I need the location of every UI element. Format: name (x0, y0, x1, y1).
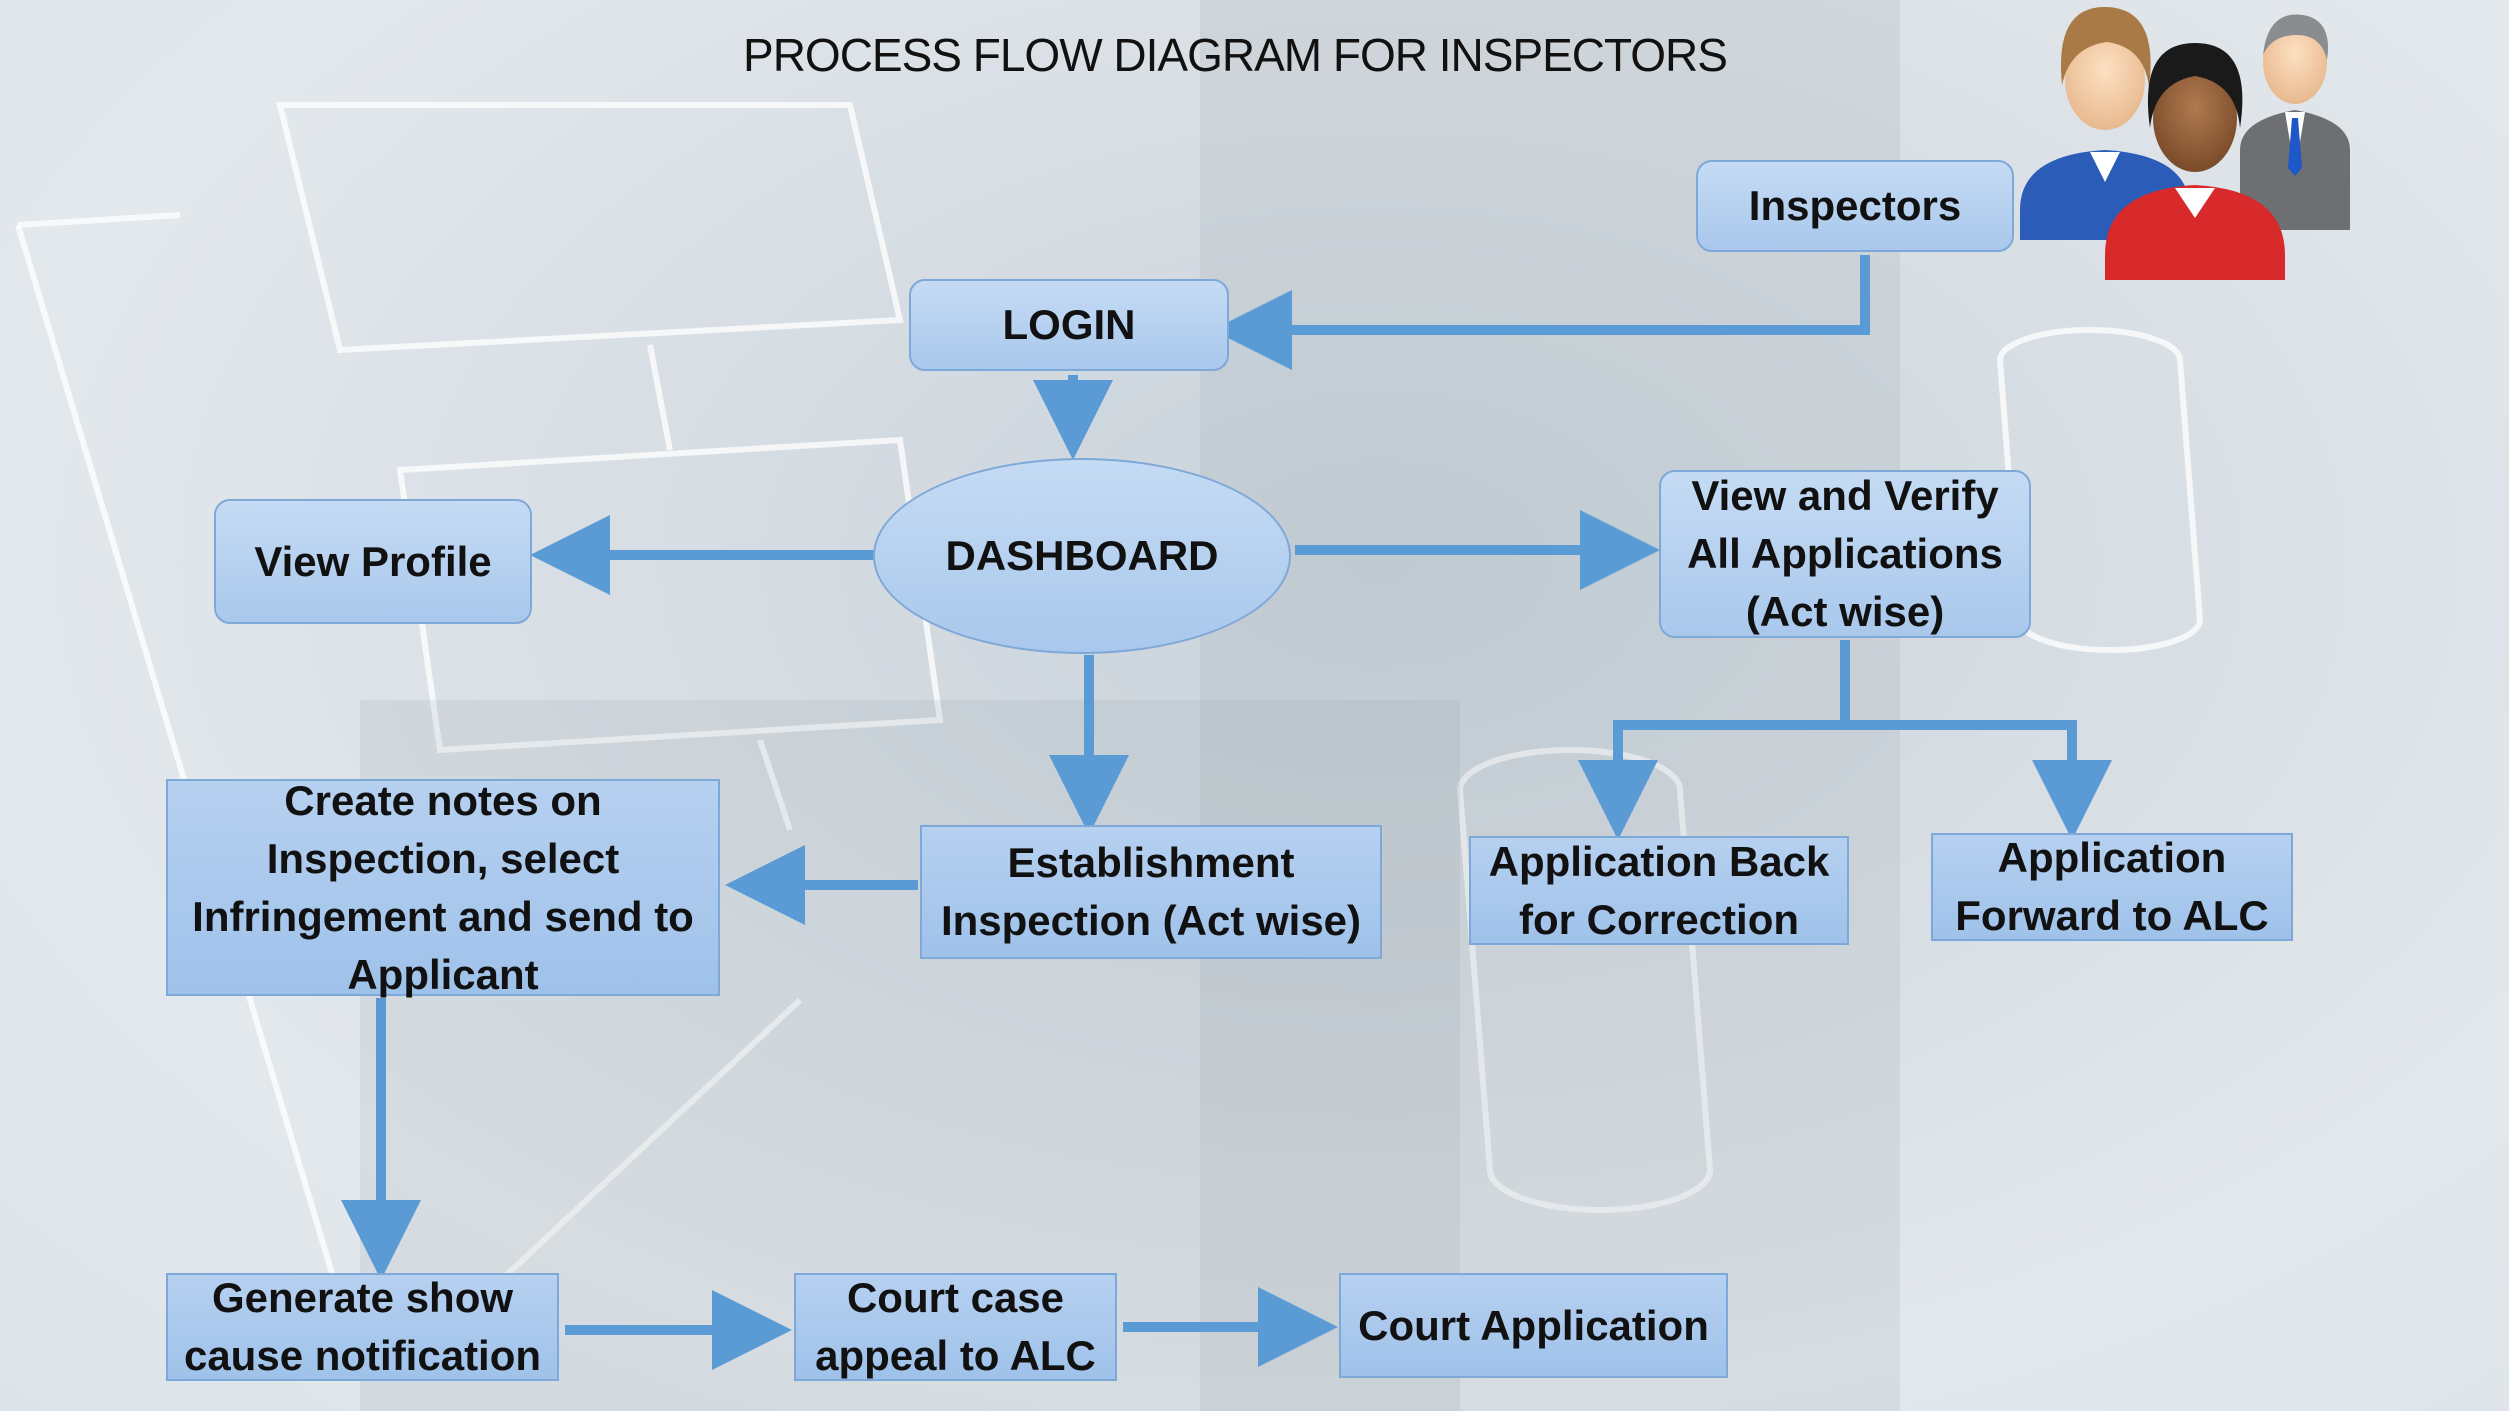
edge-inspectors-login (1212, 255, 1870, 370)
node-generate-show-line2: cause notification (183, 1332, 542, 1379)
diagram-title: PROCESS FLOW DIAGRAM FOR INSPECTORS (743, 29, 1728, 81)
node-view-verify-line1: View and Verify (1691, 472, 1999, 519)
node-court-application-label: Court Application (1358, 1301, 1709, 1349)
edge-viewverify-branch (1578, 640, 1850, 840)
node-generate-show: Generate show cause notification (166, 1273, 559, 1381)
node-app-forward: Application Forward to ALC (1931, 833, 2293, 941)
node-create-notes-line1: Create notes on (284, 776, 602, 824)
node-view-profile-label: View Profile (254, 537, 492, 585)
node-court-case-line2: appeal to ALC (815, 1332, 1096, 1379)
node-generate-show-line1: Generate show (211, 1274, 514, 1321)
node-inspectors: Inspectors (1696, 160, 2014, 252)
node-dashboard: DASHBOARD (873, 458, 1291, 654)
node-establishment-line1: Establishment (1007, 839, 1295, 886)
inspectors-people-icon (2020, 6, 2350, 280)
node-app-forward-line1: Application (1997, 834, 2227, 881)
node-app-back-line1: Application Back (1488, 837, 1830, 885)
node-court-application: Court Application (1339, 1273, 1728, 1378)
node-establishment-line2: Inspection (Act wise) (940, 897, 1362, 944)
node-court-case-line1: Court case (846, 1274, 1065, 1321)
node-create-notes: Create notes on Inspection, select Infri… (166, 777, 720, 998)
node-create-notes-line3: Infringement and send to (192, 892, 694, 940)
edge-viewverify-forward (1845, 720, 2112, 840)
node-app-back-line2: for Correction (1518, 895, 1799, 943)
node-court-case: Court case appeal to ALC (794, 1273, 1117, 1381)
node-create-notes-line4: Applicant (347, 950, 539, 998)
node-inspectors-label: Inspectors (1748, 182, 1962, 229)
node-view-verify-line2: All Applications (1687, 530, 2003, 577)
node-view-profile: View Profile (214, 499, 532, 624)
node-dashboard-label: DASHBOARD (945, 532, 1219, 579)
node-login-label: LOGIN (1002, 301, 1136, 348)
node-app-forward-line2: Forward to ALC (1955, 892, 2269, 939)
node-app-back: Application Back for Correction (1469, 836, 1849, 945)
node-view-verify-line3: (Act wise) (1745, 588, 1945, 635)
node-view-verify: View and Verify All Applications (Act wi… (1659, 470, 2031, 638)
node-create-notes-line2: Inspection, select (266, 834, 620, 882)
node-establishment: Establishment Inspection (Act wise) (920, 825, 1382, 959)
node-login: LOGIN (909, 279, 1229, 371)
